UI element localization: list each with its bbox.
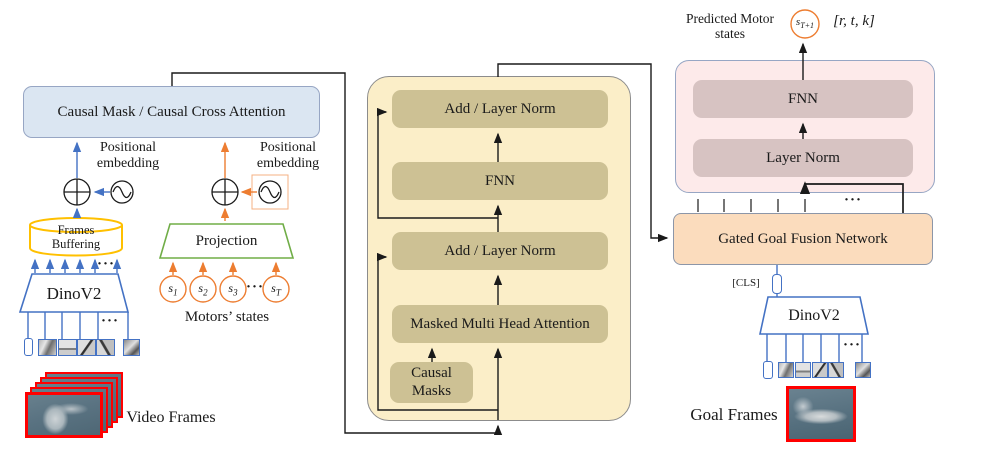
goal-frame-image <box>786 386 856 442</box>
add-layer-norm-top-box: Add / Layer Norm <box>392 90 608 128</box>
video-frame-image-front <box>25 392 103 438</box>
causal-masks-box: Causal Masks <box>390 362 473 403</box>
ellipsis-cylinder-inputs: ··· <box>96 256 115 272</box>
dinov2-left-label: DinoV2 <box>46 284 102 303</box>
causal-cross-attention-box: Causal Mask / Causal Cross Attention <box>23 86 320 138</box>
goal-patch-thumbnail <box>795 362 811 378</box>
frame-patch-thumbnail <box>38 339 57 356</box>
output-fnn-box: FNN <box>693 80 913 118</box>
projection-label: Projection <box>195 233 258 249</box>
masked-mha-label: Masked Multi Head Attention <box>410 315 590 332</box>
ellipsis-right-tokens: ··· <box>842 337 861 353</box>
cls-label: [CLS] <box>732 277 760 289</box>
ellipsis-left-tokens: ··· <box>100 313 119 329</box>
rtk-label: [r, t, k] <box>833 13 875 29</box>
goal-patch-thumbnail <box>812 362 828 378</box>
causal-cross-attention-label: Causal Mask / Causal Cross Attention <box>57 103 286 120</box>
frame-patch-thumbnail <box>96 339 115 356</box>
masked-mha-box: Masked Multi Head Attention <box>392 305 608 343</box>
cls-token-left <box>24 338 33 356</box>
ggfn-box: Gated Goal Fusion Network <box>673 213 933 265</box>
positional-embedding-label-right: Positional embedding <box>256 140 320 171</box>
motor-token-s2: s2 <box>198 281 208 298</box>
output-fnn-label: FNN <box>787 90 818 107</box>
fnn-label: FNN <box>484 172 515 189</box>
plus-circle-icon <box>63 178 239 206</box>
goal-patch-thumbnail <box>855 362 871 378</box>
predicted-motor-states-label: Predicted Motor states <box>685 11 775 42</box>
positional-embedding-label-left: Positional embedding <box>96 140 160 171</box>
add-layer-norm-mid-box: Add / Layer Norm <box>392 232 608 270</box>
ggfn-label: Gated Goal Fusion Network <box>718 230 888 247</box>
output-layer-norm-box: Layer Norm <box>693 139 913 177</box>
add-layer-norm-top-label: Add / Layer Norm <box>444 100 556 117</box>
fnn-box: FNN <box>392 162 608 200</box>
motor-token-sT: sT <box>271 281 281 298</box>
cls-token-right <box>772 274 782 294</box>
frame-patch-thumbnail <box>77 339 96 356</box>
goal-patch-thumbnail <box>828 362 844 378</box>
frame-patch-thumbnail <box>123 339 140 356</box>
dinov2-right-label: DinoV2 <box>788 307 840 324</box>
predicted-token-sT1: sT+1 <box>795 16 815 31</box>
goal-cls-token <box>763 361 773 379</box>
goal-patch-thumbnail <box>778 362 794 378</box>
ggfn-output-ticks <box>697 199 806 212</box>
goal-frames-label: Goal Frames <box>690 405 778 424</box>
motor-token-s3: s3 <box>228 281 238 298</box>
frames-buffering-label: Frames Buffering <box>51 223 101 251</box>
motors-states-label: Motors’ states <box>184 309 270 325</box>
motor-token-s1: s1 <box>168 281 178 298</box>
sine-wave-icon <box>110 174 289 210</box>
frame-patch-thumbnail <box>58 339 77 356</box>
video-frames-label: Video Frames <box>126 409 216 426</box>
ellipsis-ggfn-outputs: ··· <box>843 192 862 208</box>
add-layer-norm-mid-label: Add / Layer Norm <box>444 242 556 259</box>
causal-masks-label-line1: Causal <box>411 365 452 382</box>
output-layer-norm-label: Layer Norm <box>766 149 840 166</box>
causal-masks-label-line2: Masks <box>411 382 452 399</box>
